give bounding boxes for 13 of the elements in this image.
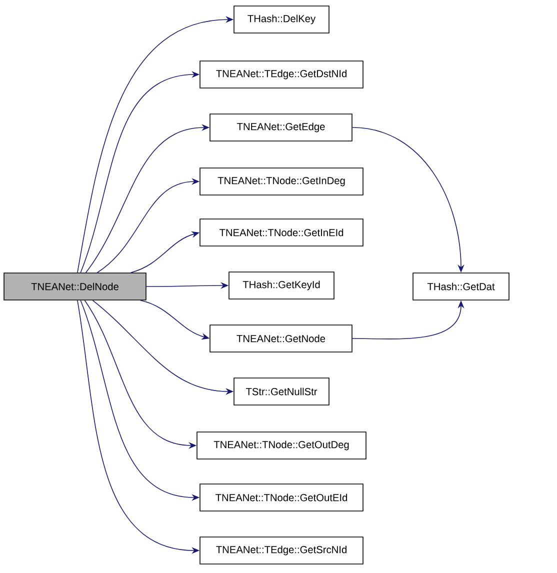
function-box: TNEANet::TEdge::GetSrcNId — [200, 536, 364, 564]
function-box: TNEANet::TNode::GetOutDeg — [196, 432, 366, 460]
function-box: TNEANet::DelNode — [4, 272, 146, 300]
function-box: THash::GetDat — [412, 272, 510, 300]
function-box: TNEANet::GetNode — [210, 324, 352, 352]
function-box: TNEANet::TNode::GetInEId — [200, 218, 364, 246]
function-box: TNEANet::TNode::GetInDeg — [200, 168, 364, 196]
function-box: THash::DelKey — [234, 6, 330, 34]
function-box: TNEANet::GetEdge — [210, 114, 352, 142]
function-box: TNEANet::TEdge::GetDstNId — [200, 60, 364, 88]
function-box: TNEANet::TNode::GetOutEId — [200, 484, 364, 512]
function-box: THash::GetKeyId — [228, 272, 334, 300]
function-box: TStr::GetNullStr — [234, 378, 330, 406]
